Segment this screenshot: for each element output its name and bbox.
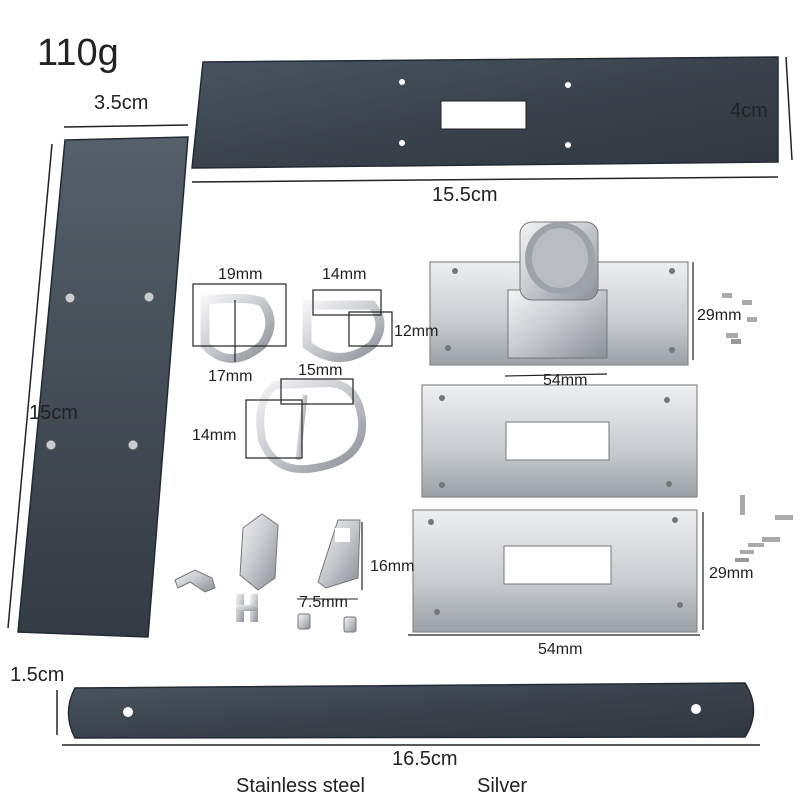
d-ring-small-width-label: 14mm <box>322 266 367 283</box>
buckle-height-label: 14mm <box>192 427 237 444</box>
d-ring-large-height-label: 17mm <box>208 368 253 385</box>
zipper-tab <box>317 519 363 590</box>
lock-plate <box>429 221 694 377</box>
left-plate <box>7 124 189 638</box>
plate-bottom-height-label: 29mm <box>709 565 754 582</box>
bottom-strip <box>56 682 760 746</box>
top-plate <box>191 56 793 183</box>
bottom-strip-length-label: 16.5cm <box>392 748 458 770</box>
h-clip <box>236 594 258 622</box>
top-plate-length-label: 15.5cm <box>432 184 498 206</box>
weight-label: 110g <box>37 32 119 74</box>
middle-plate <box>421 384 698 498</box>
stoppers <box>297 598 358 633</box>
small-clip <box>174 569 216 593</box>
bottom-plate <box>408 509 704 636</box>
tab-height-label: 16mm <box>370 558 415 575</box>
material-label: Stainless steel <box>236 775 365 797</box>
buckle-width-label: 15mm <box>298 362 343 379</box>
bottom-strip-width-label: 1.5cm <box>10 664 65 686</box>
buckle <box>245 378 367 474</box>
screws-top <box>722 293 757 344</box>
plate-bottom-width-label: 54mm <box>538 641 583 658</box>
zipper-puller <box>239 513 279 591</box>
left-plate-length-label: 15cm <box>29 402 78 424</box>
top-plate-width-label: 3.5cm <box>94 92 149 114</box>
d-ring-small <box>302 289 393 362</box>
lock-height-label: 29mm <box>697 307 742 324</box>
lock-width-label: 54mm <box>543 372 588 389</box>
d-ring-large-width-label: 19mm <box>218 266 263 283</box>
tab-width-label: 7.5mm <box>299 594 348 611</box>
top-plate-height-label: 4cm <box>730 100 768 122</box>
d-ring-small-height-label: 12mm <box>394 323 439 340</box>
d-ring-large <box>192 283 287 363</box>
color-label: Silver <box>477 775 528 797</box>
screws-bottom <box>735 495 793 562</box>
